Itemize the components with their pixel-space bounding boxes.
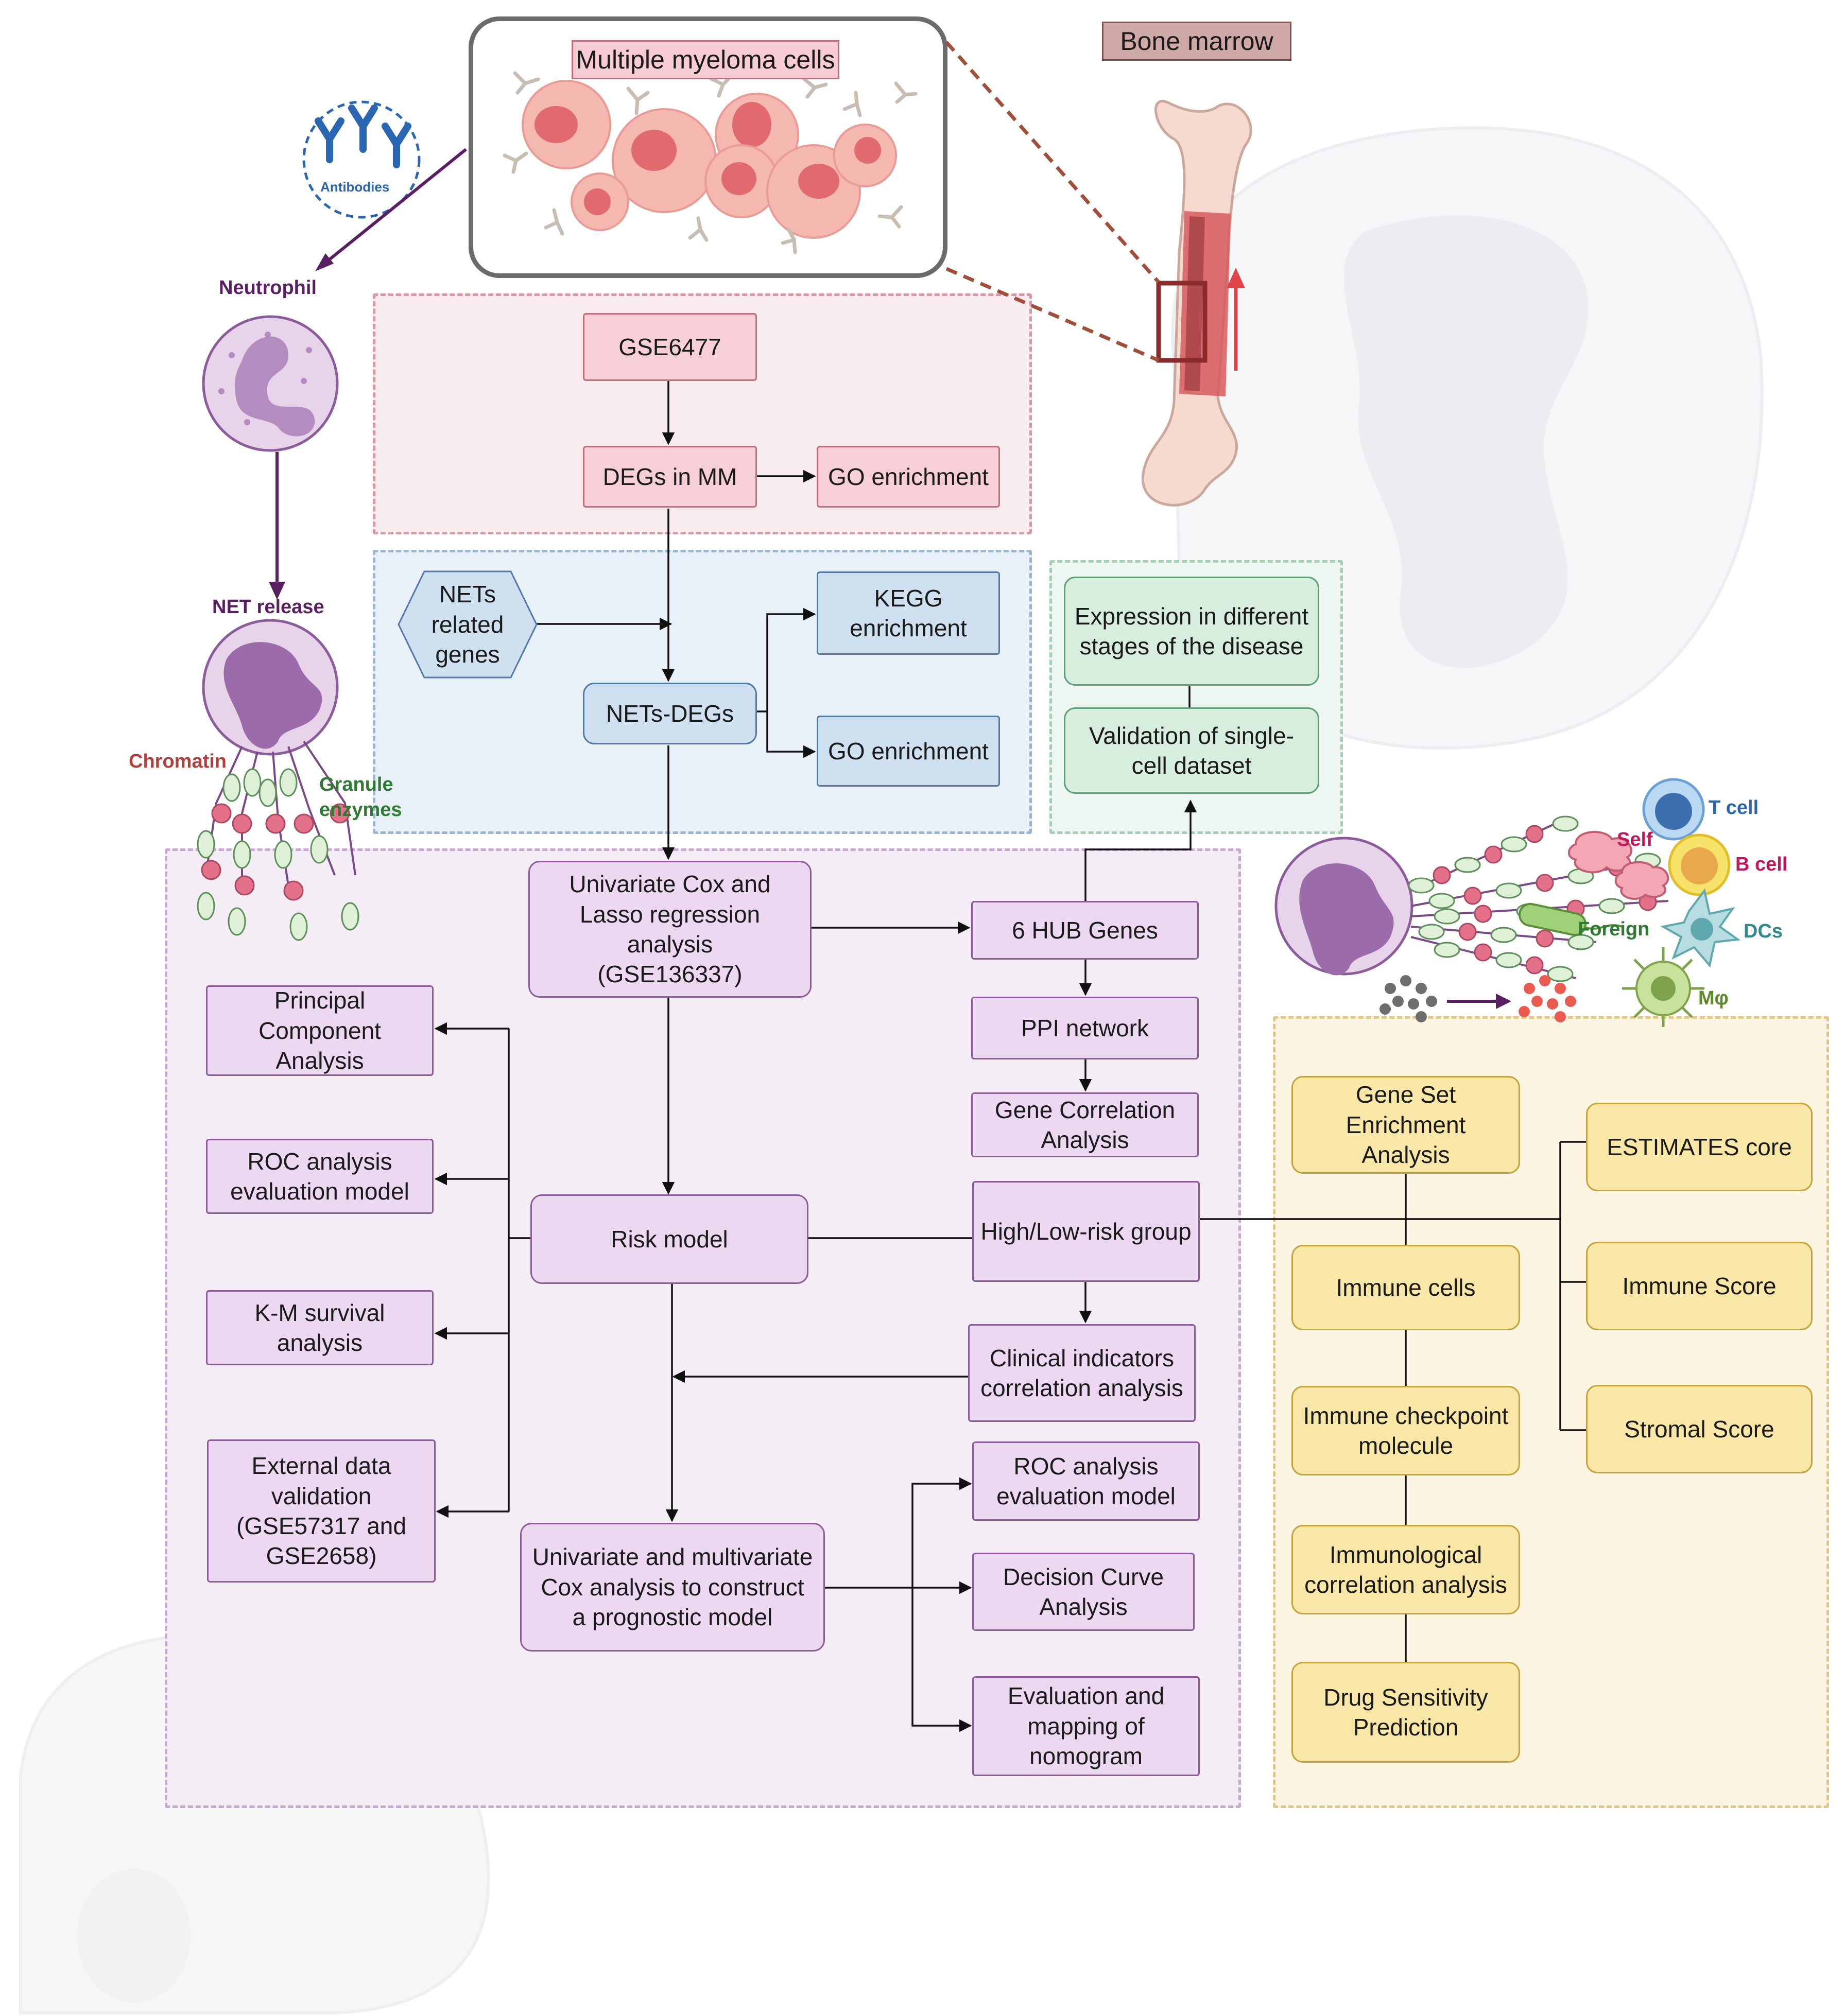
risk-model-box: Risk model: [530, 1194, 808, 1284]
go-enrichment-box-2: GO enrichment: [817, 716, 1000, 787]
univariate-lasso-box: Univariate Cox and Lasso regression anal…: [528, 861, 812, 998]
kegg-enrichment-box: KEGG enrichment: [817, 571, 1000, 655]
self-label: Self: [1617, 829, 1653, 850]
nomogram-box: Evaluation and mapping of nomogram: [972, 1676, 1200, 1776]
dendritic-cell-icon: [1660, 888, 1741, 968]
ppi-network-box: PPI network: [971, 997, 1199, 1059]
immune-cells-box: Immune cells: [1291, 1245, 1520, 1330]
bone-icon: [1141, 100, 1252, 507]
particles-dark-icon: [1380, 975, 1437, 1022]
b-cell-label: B cell: [1735, 854, 1788, 875]
immunological-correlation-box: Immunological correlation analysis: [1291, 1525, 1520, 1614]
hub-genes-box: 6 HUB Genes: [971, 901, 1199, 960]
myeloma-cells-icon: [522, 80, 897, 239]
gse6477-box: GSE6477: [583, 313, 757, 381]
decision-curve-box: Decision Curve Analysis: [972, 1553, 1195, 1631]
nets-related-genes-hexagon: [398, 570, 538, 679]
chromatin-label: Chromatin: [129, 751, 227, 772]
left-illustrations: [197, 100, 467, 941]
bone-illustration: [1141, 100, 1252, 507]
foreign-bacteria-icon: [1518, 902, 1623, 936]
nets-degs-box: NETs-DEGs: [583, 683, 757, 744]
self-antigen-icon: [1567, 831, 1669, 900]
validation-single-cell-box: Validation of single- cell dataset: [1064, 707, 1319, 794]
foreign-label: Foreign: [1578, 918, 1650, 940]
external-validation-box: External data validation (GSE57317 and G…: [207, 1439, 436, 1583]
uni-multi-cox-box: Univariate and multivariate Cox analysis…: [520, 1523, 825, 1652]
expression-stages-box: Expression in different stages of the di…: [1064, 577, 1319, 686]
neutrophil-label: Neutrophil: [219, 277, 317, 299]
nets-related-genes-label: NETs related genes: [431, 581, 504, 668]
myeloma-cells-illustration: [503, 47, 918, 254]
bg-nucleus-right-icon: [1343, 215, 1589, 668]
t-cell-label: T cell: [1709, 797, 1759, 819]
gsea-box: Gene Set Enrichment Analysis: [1291, 1076, 1520, 1174]
roc-analysis-left-box: ROC analysis evaluation model: [206, 1139, 434, 1214]
chromatin-beads-icon: [201, 803, 350, 901]
pca-box: Principal Component Analysis: [206, 985, 434, 1076]
high-low-risk-group-box: High/Low-risk group: [972, 1181, 1200, 1282]
net-release-label: NET release: [212, 596, 324, 618]
granule-enzymes-label: Granule enzymes: [319, 774, 402, 821]
gene-correlation-box: Gene Correlation Analysis: [971, 1092, 1199, 1157]
myeloma-cells-label: Multiple myeloma cells: [572, 40, 839, 79]
drug-sensitivity-box: Drug Sensitivity Prediction: [1291, 1662, 1520, 1763]
immune-score-box: Immune Score: [1586, 1242, 1813, 1330]
macrophage-icon: [1622, 947, 1704, 1027]
stromal-score-box: Stromal Score: [1586, 1385, 1813, 1473]
antibodies-label: Antibodies: [320, 179, 390, 195]
b-cell-icon: [1668, 833, 1731, 896]
dcs-label: DCs: [1744, 920, 1783, 942]
macrophage-label: Mφ: [1698, 987, 1729, 1009]
net-release-neutrophil-icon: [202, 619, 339, 756]
clinical-indicators-box: Clinical indicators correlation analysis: [968, 1324, 1196, 1422]
granule-enzymes-icon: [197, 768, 359, 941]
roc-analysis-right-box: ROC analysis evaluation model: [972, 1441, 1200, 1521]
particles-red-icon: [1519, 975, 1576, 1022]
bg-nucleus-left-2-icon: [77, 1869, 191, 2003]
neutrophil-icon: [202, 315, 339, 452]
km-survival-box: K-M survival analysis: [206, 1290, 434, 1365]
degs-in-mm-box: DEGs in MM: [583, 446, 757, 508]
go-enrichment-box-1: GO enrichment: [817, 446, 1000, 508]
estimates-core-box: ESTIMATES core: [1586, 1103, 1813, 1191]
antibodies-icon: [302, 100, 421, 219]
net-neutrophil-icon: [1274, 837, 1413, 976]
immune-checkpoint-box: Immune checkpoint molecule: [1291, 1386, 1520, 1475]
t-cell-icon: [1642, 778, 1705, 841]
immune-illustration: [1274, 778, 1741, 1027]
